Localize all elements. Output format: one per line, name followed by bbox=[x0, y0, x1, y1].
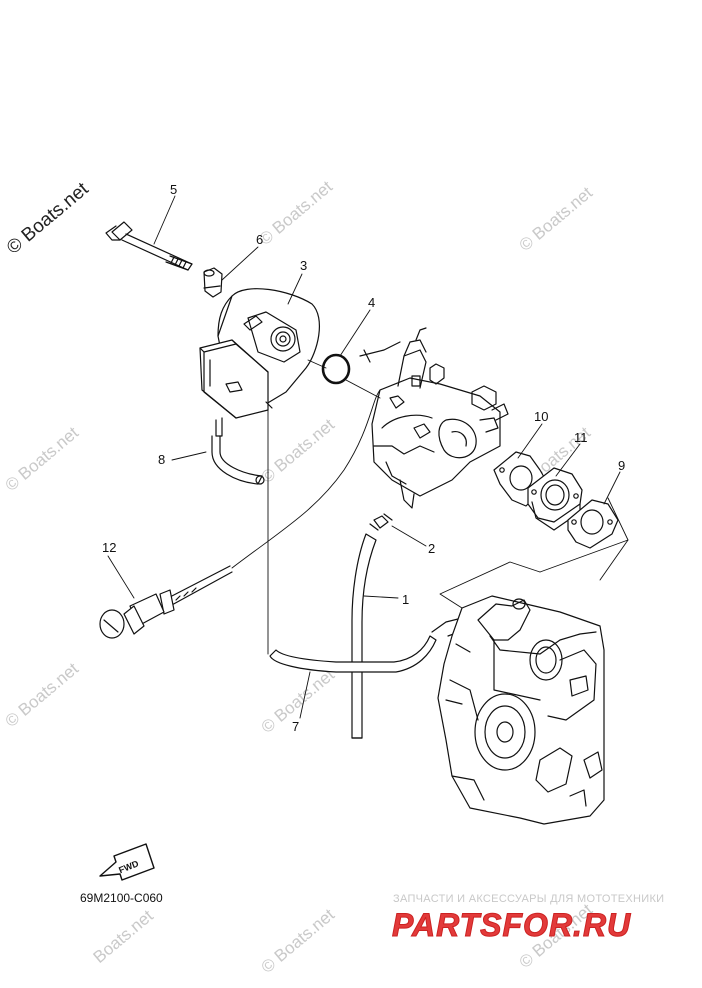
callout-6: 6 bbox=[256, 232, 263, 247]
callout-9: 9 bbox=[618, 458, 625, 473]
callout-1: 1 bbox=[402, 592, 409, 607]
callout-2: 2 bbox=[428, 541, 435, 556]
part-5-bolt bbox=[105, 221, 193, 271]
part-2-clip bbox=[369, 513, 393, 531]
leader-lines bbox=[107, 195, 621, 719]
part-12-knob bbox=[99, 565, 233, 639]
shop-logo: PARTSFOR.RU bbox=[391, 907, 632, 944]
part-9-gasket bbox=[567, 499, 619, 549]
callout-10: 10 bbox=[534, 409, 548, 424]
part-6-collar bbox=[203, 267, 223, 298]
callout-5: 5 bbox=[170, 182, 177, 197]
callout-11: 11 bbox=[574, 430, 588, 445]
callout-4: 4 bbox=[368, 295, 375, 310]
callout-7: 7 bbox=[292, 719, 299, 734]
part-3-housing bbox=[199, 288, 320, 437]
linkage-lines bbox=[231, 359, 381, 655]
diagram-code: 69M2100-C060 bbox=[80, 891, 163, 905]
callout-3: 3 bbox=[300, 258, 307, 273]
part-8-hose bbox=[211, 435, 265, 485]
callout-8: 8 bbox=[158, 452, 165, 467]
cylinder-block bbox=[437, 595, 605, 825]
callout-12: 12 bbox=[102, 540, 116, 555]
part-4-o-ring bbox=[321, 353, 351, 385]
part-1-hose bbox=[351, 533, 377, 739]
carburetor bbox=[359, 327, 509, 509]
fwd-arrow: FWD bbox=[99, 843, 155, 881]
assembly-outline bbox=[439, 497, 629, 609]
shop-tagline: ЗАПЧАСТИ И АКСЕССУАРЫ ДЛЯ МОТОТЕХНИКИ bbox=[393, 893, 665, 905]
